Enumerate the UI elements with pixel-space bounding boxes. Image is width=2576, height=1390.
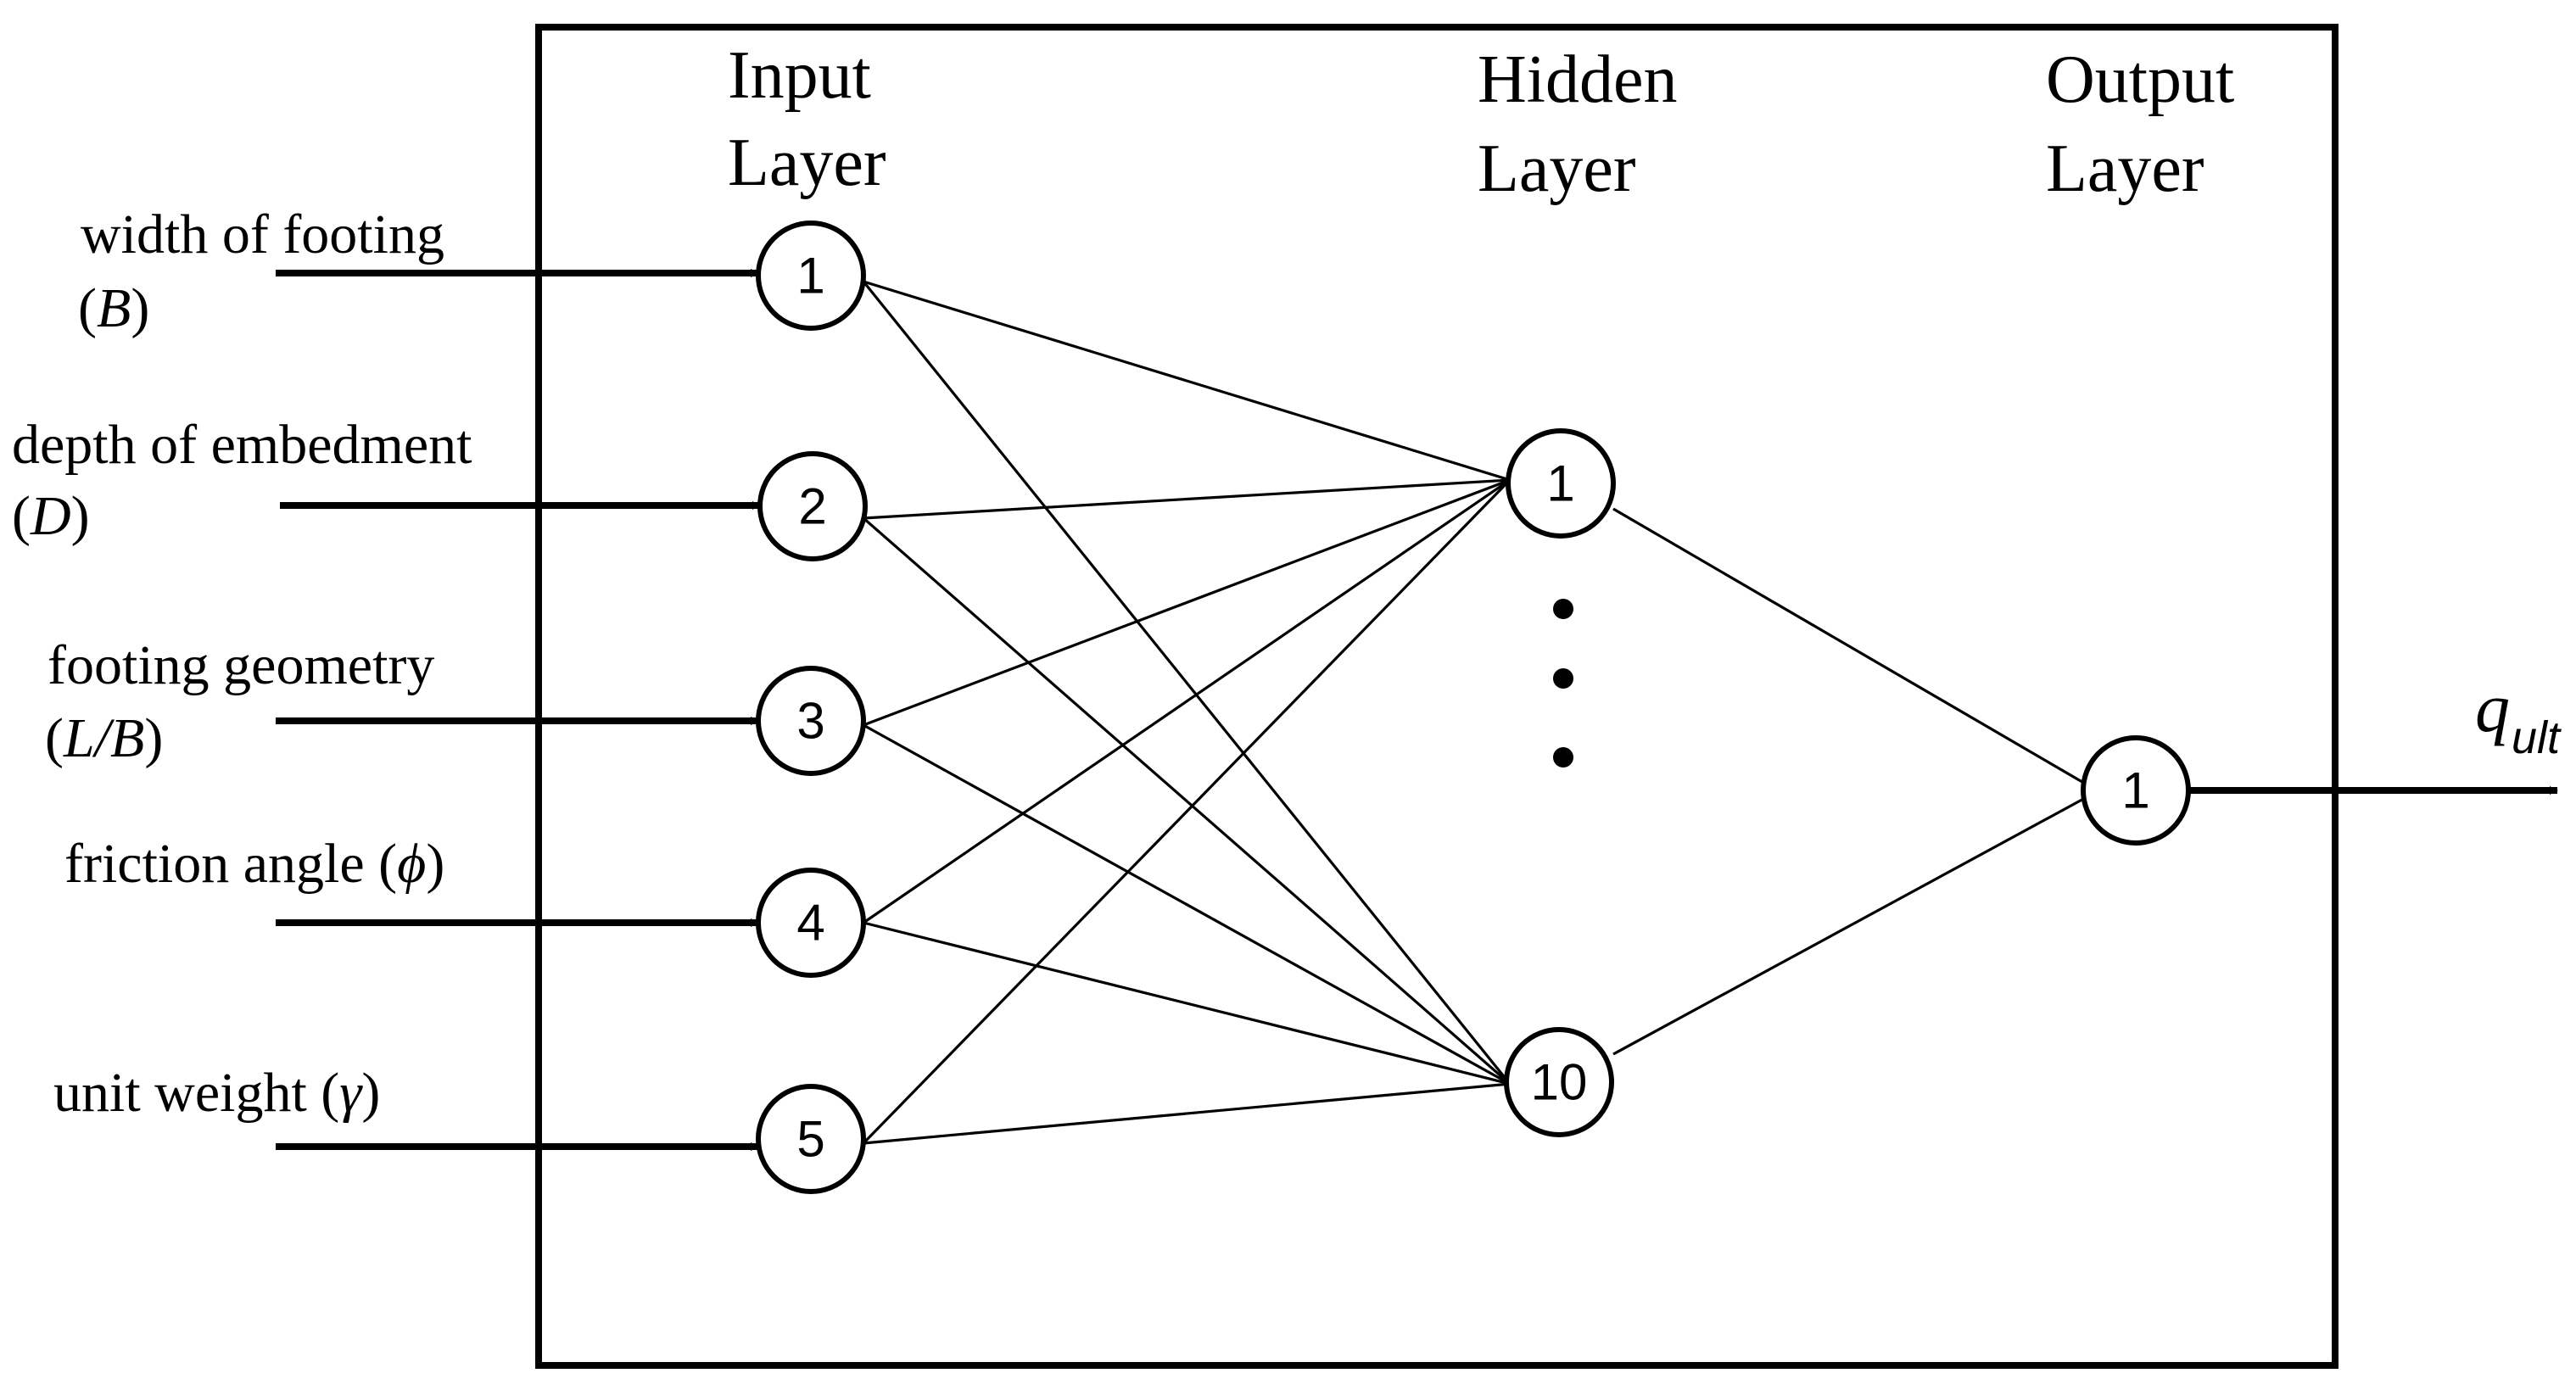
ellipsis-dot-1: [1553, 599, 1573, 619]
output-label: qult: [2475, 669, 2562, 763]
output-layer-title: Output: [2046, 42, 2234, 117]
hidden-layer-title: Hidden: [1478, 42, 1678, 117]
connection-in2-h10: [862, 516, 1512, 1086]
hidden-node-10-label: 10: [1531, 1054, 1588, 1111]
input-node-1-label: 1: [796, 248, 824, 304]
ellipsis-dot-2: [1553, 668, 1573, 689]
output-node-1-label: 1: [2121, 762, 2149, 819]
network-frame: [535, 24, 2339, 1369]
output-node-1: [2081, 735, 2191, 846]
input-label-2: depth of embedment: [12, 414, 472, 476]
connection-in1-h10: [862, 280, 1512, 1086]
input-layer-title-line2: Layer: [728, 126, 886, 200]
input-node-2-label: 2: [798, 478, 826, 535]
input-node-5: [756, 1084, 866, 1194]
input-layer-nodes: 1 2 3 4 5: [756, 221, 868, 1194]
connections: [862, 280, 2087, 1145]
output-label-subscript: ult: [2512, 712, 2562, 763]
hidden-layer-title-line2: Layer: [1478, 131, 1636, 206]
connection-in4-h10: [863, 921, 1511, 1086]
hidden-node-1: [1506, 428, 1616, 539]
input-node-4: [756, 868, 866, 978]
input-node-4-label: 4: [796, 895, 824, 952]
hidden-node-10: [1504, 1027, 1614, 1137]
connection-in3-h10: [863, 723, 1511, 1086]
connection-in4-h1: [863, 478, 1511, 924]
output-layer-title-line2: Layer: [2046, 131, 2204, 206]
input-layer-title: Input: [728, 38, 871, 113]
connection-h10-out: [1612, 795, 2087, 1056]
input-label-2-symbol: (D): [12, 485, 90, 547]
connection-in5-h10: [863, 1082, 1511, 1145]
input-node-2: [757, 451, 868, 561]
input-node-1: [756, 221, 866, 331]
input-label-3-symbol: (L/B): [45, 707, 163, 769]
input-label-4: friction angle (ϕ): [64, 833, 444, 895]
input-arrows: [276, 269, 761, 1151]
connection-in2-h1: [863, 478, 1511, 520]
output-label-base: q: [2475, 669, 2510, 746]
input-node-3-label: 3: [796, 693, 824, 750]
input-node-5-label: 5: [796, 1111, 824, 1168]
connection-h1-out: [1612, 507, 2087, 786]
input-label-3: footing geometry: [47, 634, 434, 696]
input-label-1-symbol: (B): [78, 277, 149, 339]
connection-in3-h1: [863, 478, 1511, 727]
ellipsis-dot-3: [1553, 747, 1573, 768]
connection-in1-h1: [863, 280, 1511, 482]
input-label-1: width of footing: [81, 204, 444, 265]
input-label-5: unit weight (γ): [53, 1062, 380, 1124]
connection-in5-h1: [862, 478, 1512, 1145]
input-node-3: [756, 666, 866, 776]
hidden-node-1-label: 1: [1546, 455, 1574, 512]
hidden-layer-nodes: 1 10: [1504, 428, 1616, 1137]
